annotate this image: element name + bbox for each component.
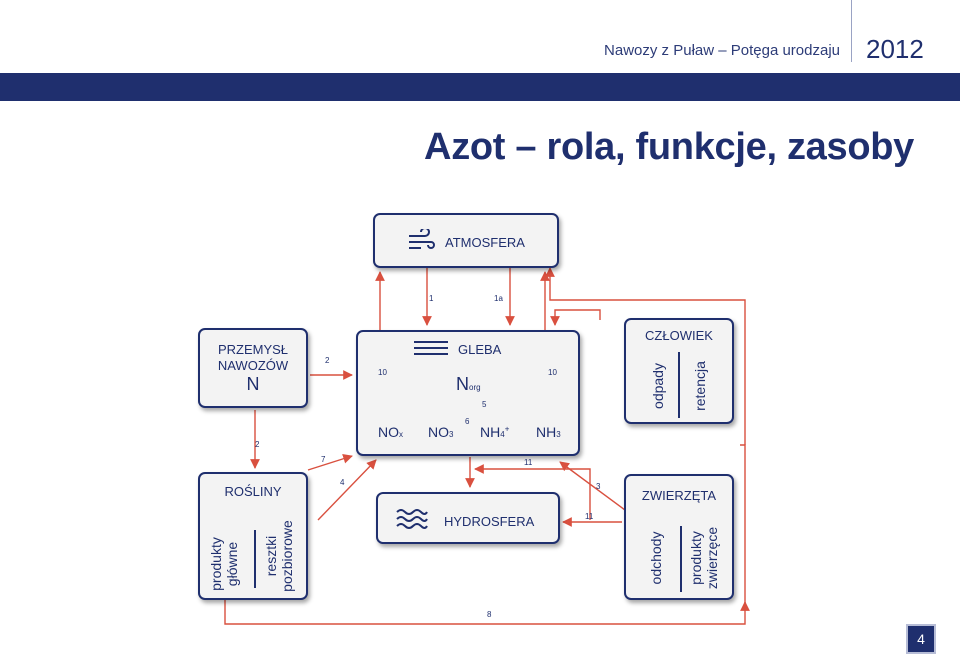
- arrow-czlowiek-gleba: [550, 309, 601, 326]
- zwierzeta-divider: [680, 526, 682, 592]
- publication-title: Nawozy z Puław – Potęga urodzaju: [604, 42, 840, 59]
- label-czlowiek: CZŁOWIEK: [645, 328, 713, 343]
- arrow-right-atmos: [545, 267, 746, 445]
- label-norg: Norg: [456, 374, 481, 394]
- label-nh4: NH4+: [480, 424, 510, 440]
- label-odchody: odchody: [648, 531, 664, 585]
- label-no3: NO3: [428, 424, 454, 440]
- flow-number-6: 6: [465, 417, 470, 426]
- box-gleba: GLEBA Norg NOx NO3 NH4+ NH3: [356, 330, 580, 456]
- arrow-4: [317, 459, 377, 521]
- flow-number-3: 3: [596, 482, 601, 491]
- label-przemysl-1: PRZEMYSŁ: [217, 342, 289, 357]
- box-hydrosfera: HYDROSFERA: [376, 492, 560, 544]
- label-atmosfera: ATMOSFERA: [445, 235, 525, 250]
- arrow-3: [559, 461, 626, 511]
- label-odpady: odpady: [650, 363, 666, 409]
- waves-icon: [396, 509, 428, 529]
- page-number: 4: [906, 624, 936, 654]
- flow-number-1: 1: [429, 294, 434, 303]
- label-retencja: retencja: [692, 361, 708, 411]
- flow-number-7: 7: [321, 455, 326, 464]
- arrow-8-loop: [224, 600, 746, 625]
- label-nh3: NH3: [536, 424, 561, 440]
- flow-number-2-top: 2: [325, 356, 330, 365]
- soil-lines-icon: [414, 341, 448, 355]
- label-zwierzeta: ZWIERZĘTA: [641, 488, 717, 503]
- publication-year: 2012: [866, 34, 924, 64]
- label-przemysl-2: NAWOZÓW: [217, 358, 289, 373]
- czlowiek-divider: [678, 352, 680, 418]
- flow-number-11-bottom: 11: [585, 512, 594, 521]
- arrow-right-loop: [740, 444, 746, 600]
- label-rosliny: ROŚLINY: [224, 484, 282, 499]
- label-przemysl-n: N: [246, 374, 260, 394]
- flow-number-1a: 1a: [494, 294, 503, 303]
- flow-number-2-left: 2: [255, 440, 260, 449]
- wind-icon: [409, 229, 435, 249]
- flow-number-5: 5: [482, 400, 487, 409]
- arrow-11-top: [474, 464, 591, 520]
- box-czlowiek: CZŁOWIEK odpady retencja: [624, 318, 734, 424]
- flow-number-10-left: 10: [378, 368, 387, 377]
- label-nox: NOx: [378, 424, 403, 440]
- box-przemysl: PRZEMYSŁ NAWOZÓW N: [198, 328, 308, 408]
- flow-number-10-right: 10: [548, 368, 557, 377]
- label-gleba: GLEBA: [458, 342, 502, 357]
- header-divider: [851, 0, 852, 62]
- flow-number-8: 8: [487, 610, 492, 619]
- header-band: [0, 73, 960, 101]
- arrow-7: [307, 454, 353, 471]
- rosliny-divider: [254, 530, 256, 588]
- page-title: Azot – rola, funkcje, zasoby: [424, 126, 914, 168]
- label-hydrosfera: HYDROSFERA: [444, 514, 535, 529]
- box-atmosfera: ATMOSFERA: [373, 213, 559, 268]
- flow-number-4: 4: [340, 478, 345, 487]
- flow-number-11-top: 11: [524, 458, 533, 467]
